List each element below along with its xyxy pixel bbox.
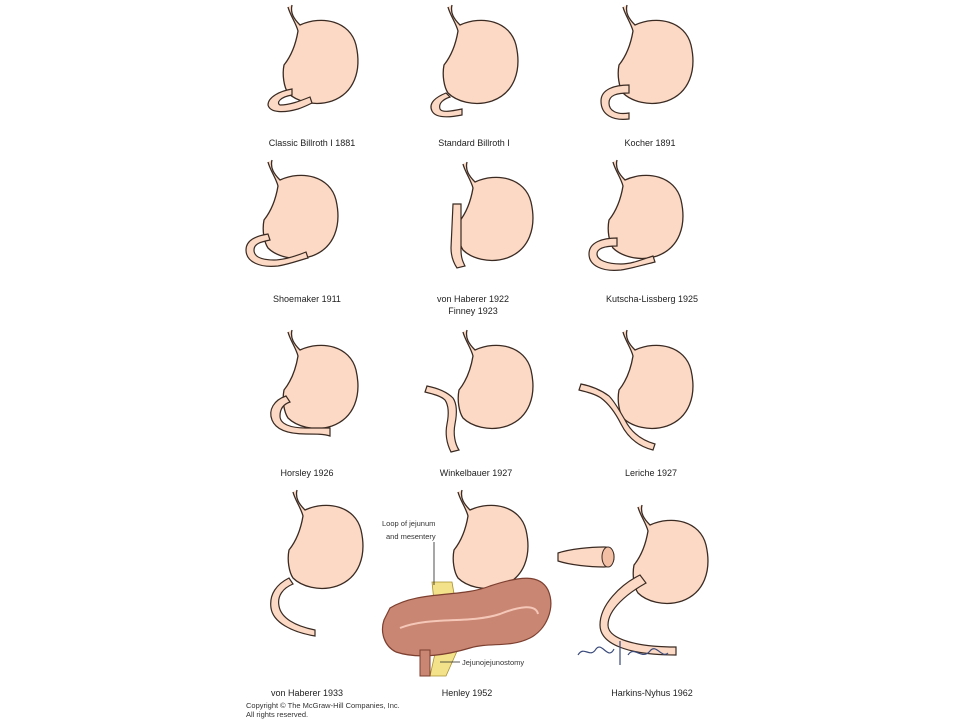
- diagram-leriche: [578, 329, 694, 451]
- caption-classic-billroth-i: Classic Billroth I 1881: [269, 138, 356, 148]
- caption-harkins-nyhus: Harkins-Nyhus 1962: [611, 688, 693, 698]
- diagram-shoemaker: [245, 159, 339, 267]
- diagram-kutscha-lissberg: [588, 159, 684, 271]
- caption-shoemaker: Shoemaker 1911: [273, 294, 341, 304]
- diagram-standard-billroth-i: [430, 4, 519, 118]
- caption-von-haberer-1922: von Haberer 1922: [437, 294, 509, 304]
- diagram-harkins-nyhus: [557, 504, 709, 665]
- caption-horsley: Horsley 1926: [280, 468, 333, 478]
- caption-von-haberer-1933: von Haberer 1933: [271, 688, 343, 698]
- caption-finney: Finney 1923: [448, 306, 498, 316]
- diagram-horsley: [270, 329, 359, 437]
- copyright-line-2: All rights reserved.: [246, 710, 308, 719]
- caption-henley: Henley 1952: [442, 688, 493, 698]
- diagram-winkelbauer: [424, 329, 534, 453]
- caption-kutscha-lissberg: Kutscha-Lissberg 1925: [606, 294, 698, 304]
- callout-mesentery: and mesentery: [386, 532, 436, 541]
- diagram-kocher: [600, 4, 694, 120]
- caption-winkelbauer: Winkelbauer 1927: [440, 468, 513, 478]
- caption-standard-billroth-i: Standard Billroth I: [438, 138, 510, 148]
- callout-jejunum-loop: Loop of jejunum: [382, 519, 435, 528]
- caption-leriche: Leriche 1927: [625, 468, 677, 478]
- diagram-henley: [381, 489, 552, 677]
- diagram-von-haberer-finney: [450, 161, 534, 269]
- copyright-line-1: Copyright © The McGraw-Hill Companies, I…: [246, 701, 400, 710]
- caption-kocher: Kocher 1891: [624, 138, 675, 148]
- callout-jejunojejunostomy: Jejunojejunostomy: [462, 658, 524, 667]
- diagram-von-haberer-1933: [270, 489, 364, 637]
- diagram-classic-billroth-i: [267, 4, 359, 113]
